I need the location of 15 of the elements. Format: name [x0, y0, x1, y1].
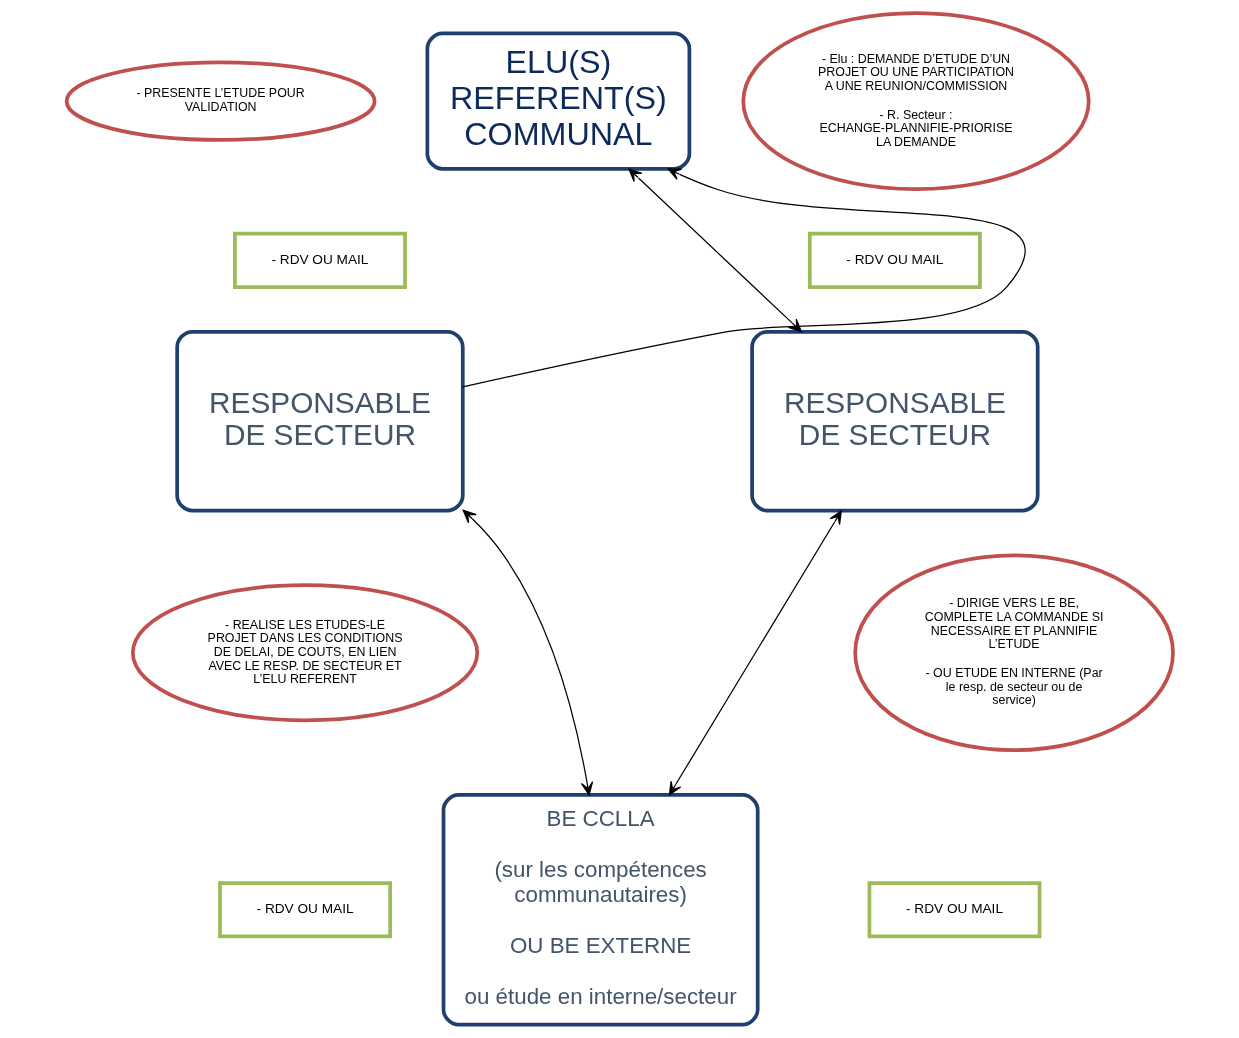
- node-ellipse: - Elu : DEMANDE D’ETUDE D’UN PROJET OU UNE PARTICIPATION A UNE REUNION/COMMISSION - R. Secteur : ECHANGE-PLANNIFIE-PRIORISE LA DEMANDE: [740, 11, 1091, 192]
- node-box: - RDV OU MAIL: [232, 231, 407, 289]
- node-box: - RDV OU MAIL: [807, 231, 982, 289]
- node-box: BE CCLLA (sur les compétences communautaires) OU BE EXTERNE ou étude en interne/secteur: [441, 793, 760, 1027]
- node-box: ELU(S) REFERENT(S) COMMUNAL: [425, 31, 691, 171]
- node-box: - RDV OU MAIL: [867, 881, 1041, 939]
- node-box: RESPONSABLE DE SECTEUR: [174, 329, 465, 513]
- node-box: RESPONSABLE DE SECTEUR: [749, 329, 1040, 513]
- arrow: [461, 168, 1025, 388]
- node-box: - RDV OU MAIL: [217, 881, 392, 939]
- arrow: [462, 509, 593, 796]
- node-ellipse: - PRESENTE L’ETUDE POUR VALIDATION: [64, 60, 376, 142]
- node-ellipse: - DIRIGE VERS LE BE, COMPLETE LA COMMANDE SI NECESSAIRE ET PLANNIFIE L’ETUDE - OU ETUDE EN INTERNE (Par le resp. de secteur ou de service): [852, 553, 1175, 753]
- node-ellipse: - REALISE LES ETUDES-LE PROJET DANS LES CONDITIONS DE DELAI, DE COUTS, EN LIEN AVEC LE RESP. DE SECTEUR ET L’ELU REFERENT: [130, 583, 479, 723]
- arrow: [668, 510, 842, 796]
